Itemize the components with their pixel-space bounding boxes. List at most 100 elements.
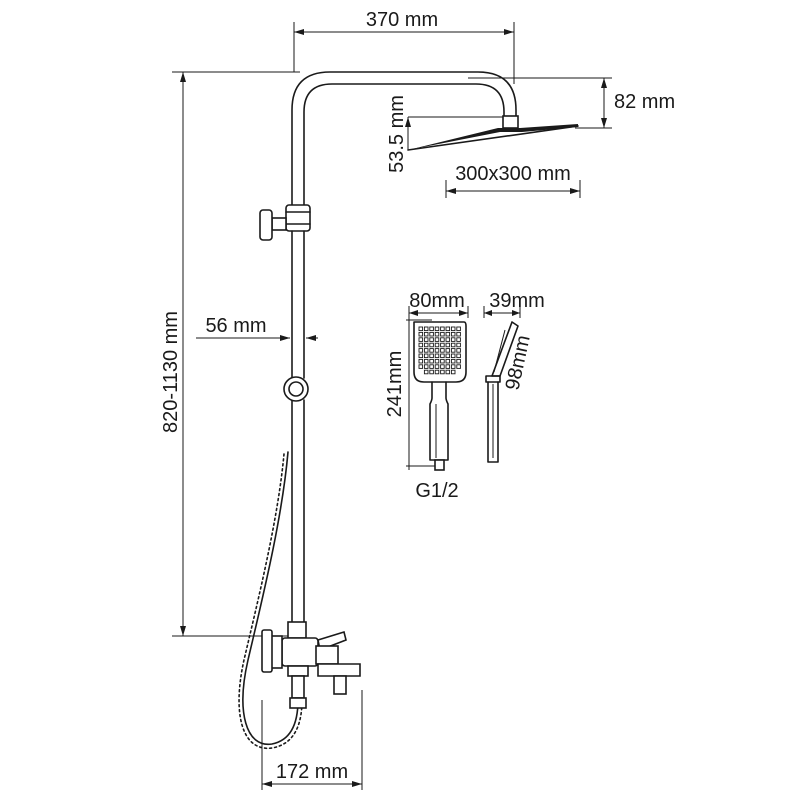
nozzle bbox=[450, 337, 456, 342]
nozzle bbox=[434, 331, 440, 337]
nozzle bbox=[423, 358, 429, 364]
nozzle bbox=[434, 348, 440, 353]
label-hand-length: 241mm bbox=[384, 351, 406, 418]
nozzle bbox=[418, 326, 424, 332]
nozzle bbox=[440, 326, 445, 332]
label-thread: G1/2 bbox=[415, 480, 458, 502]
label-head-thickness: 53.5 mm bbox=[386, 95, 408, 173]
nozzle bbox=[434, 364, 440, 369]
nozzle bbox=[423, 337, 429, 342]
nozzle bbox=[450, 348, 456, 353]
nozzle bbox=[423, 326, 429, 332]
overhead-arm bbox=[291, 71, 517, 213]
nozzle bbox=[445, 337, 451, 342]
nozzle bbox=[445, 369, 451, 375]
label-rail-diameter: 56 mm bbox=[205, 315, 266, 337]
nozzle bbox=[456, 337, 461, 342]
nozzle bbox=[450, 353, 456, 359]
nozzle bbox=[418, 348, 424, 353]
nozzle bbox=[440, 337, 445, 342]
nozzle bbox=[423, 369, 429, 375]
dim-rail-diameter: 56 mm bbox=[196, 315, 318, 341]
hand-shower-front-view: 80mm 241mm G1/2 bbox=[384, 290, 469, 502]
nozzle bbox=[450, 331, 456, 337]
nozzle bbox=[445, 326, 451, 332]
dim-head-thickness: 53.5 mm bbox=[386, 95, 508, 173]
nozzle bbox=[440, 358, 445, 364]
nozzle bbox=[423, 342, 429, 348]
nozzle bbox=[440, 348, 445, 353]
nozzle bbox=[434, 326, 440, 332]
nozzle bbox=[450, 358, 456, 364]
nozzle bbox=[445, 348, 451, 353]
nozzle bbox=[429, 342, 434, 348]
nozzle bbox=[456, 358, 461, 364]
nozzle bbox=[423, 348, 429, 353]
nozzle bbox=[456, 326, 461, 332]
dim-spout-width: 172 mm bbox=[261, 690, 363, 790]
label-head-width: 370 mm bbox=[366, 9, 438, 31]
nozzle bbox=[440, 364, 445, 369]
nozzle bbox=[429, 364, 434, 369]
nozzle bbox=[445, 342, 451, 348]
dim-total-height: 820-1130 mm bbox=[160, 71, 300, 637]
main-rail bbox=[291, 230, 305, 623]
label-hand-depth: 39mm bbox=[489, 290, 545, 312]
rain-shower-head bbox=[407, 115, 579, 151]
nozzle bbox=[456, 342, 461, 348]
nozzle bbox=[450, 326, 456, 332]
nozzle bbox=[434, 342, 440, 348]
mixer-body bbox=[261, 621, 361, 709]
nozzle bbox=[418, 342, 424, 348]
nozzle bbox=[456, 364, 461, 369]
nozzle bbox=[440, 369, 445, 375]
nozzle bbox=[423, 331, 429, 337]
label-head-height: 82 mm bbox=[614, 91, 675, 113]
dim-plate-size: 300x300 mm bbox=[445, 163, 581, 198]
nozzle bbox=[429, 337, 434, 342]
nozzle bbox=[450, 364, 456, 369]
label-plate-size: 300x300 mm bbox=[455, 163, 571, 185]
nozzle bbox=[429, 331, 434, 337]
label-hand-width: 80mm bbox=[409, 290, 465, 312]
nozzle bbox=[418, 337, 424, 342]
nozzle bbox=[445, 331, 451, 337]
label-total-height: 820-1130 mm bbox=[160, 311, 182, 433]
nozzle bbox=[450, 369, 456, 375]
nozzle bbox=[450, 342, 456, 348]
nozzle bbox=[440, 331, 445, 337]
nozzle bbox=[418, 331, 424, 337]
nozzle bbox=[456, 348, 461, 353]
nozzle bbox=[445, 364, 451, 369]
nozzle bbox=[434, 337, 440, 342]
nozzle bbox=[429, 358, 434, 364]
nozzle bbox=[445, 353, 451, 359]
upper-bracket bbox=[259, 204, 311, 241]
nozzle bbox=[434, 358, 440, 364]
nozzle bbox=[440, 353, 445, 359]
nozzle bbox=[429, 353, 434, 359]
nozzle bbox=[456, 353, 461, 359]
dim-head-width: 370 mm bbox=[293, 9, 515, 84]
nozzle bbox=[429, 326, 434, 332]
nozzle bbox=[418, 353, 424, 359]
nozzle bbox=[418, 358, 424, 364]
nozzle bbox=[434, 353, 440, 359]
dim-head-height: 82 mm bbox=[468, 77, 675, 129]
nozzle bbox=[434, 369, 440, 375]
hand-shower-holder bbox=[283, 376, 309, 402]
label-spout-width: 172 mm bbox=[276, 761, 348, 783]
nozzle bbox=[423, 353, 429, 359]
nozzle bbox=[418, 364, 424, 369]
label-hand-side-length: 98mm bbox=[502, 333, 535, 392]
hand-shower-side-view: 39mm 98mm bbox=[483, 290, 545, 463]
nozzle bbox=[445, 358, 451, 364]
nozzle-grid bbox=[418, 326, 461, 375]
nozzle bbox=[423, 364, 429, 369]
shower-hose bbox=[238, 451, 303, 749]
nozzle bbox=[440, 342, 445, 348]
nozzle bbox=[429, 369, 434, 375]
nozzle bbox=[456, 331, 461, 337]
